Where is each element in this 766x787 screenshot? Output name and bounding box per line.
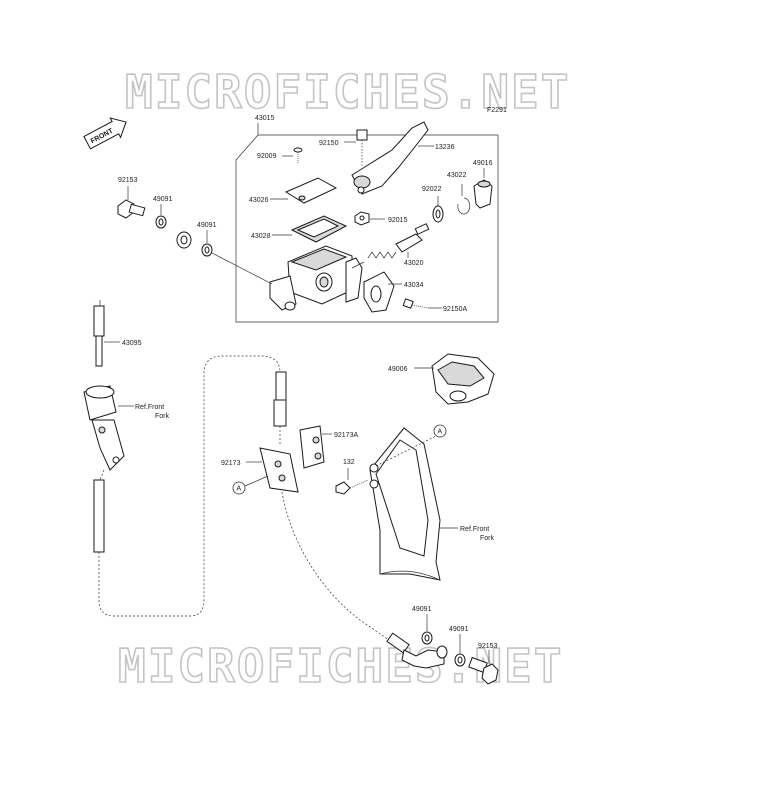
lower-banjo-fitting [386,632,448,669]
reservoir-cap-43026 [284,177,338,204]
ref-front-fork-left-line2: Fork [155,413,170,420]
hose-guide-left [83,385,125,471]
assembly-box [235,123,499,323]
brake-hose-center [273,371,393,643]
svg-text:A: A [237,486,242,493]
ref-front-fork-right-line2: Fork [480,535,495,542]
piston-kit-43020 [367,223,430,259]
screw-92009 [293,147,303,164]
part-label-43095: 43095 [122,340,142,347]
part-label-49091-c: 49091 [412,606,432,613]
figure-code: F2291 [487,107,507,114]
part-label-13236: 13236 [435,144,455,151]
washer-92022 [432,205,444,223]
washer-49091-c [421,631,433,645]
clamp-92173 [259,447,299,493]
part-label-92009: 92009 [257,153,277,160]
part-label-43026: 43026 [249,197,269,204]
part-label-49091-a: 49091 [153,196,173,203]
part-label-43022: 43022 [447,172,467,179]
master-cylinder-body [269,245,365,311]
part-label-92153-top: 92153 [118,177,138,184]
washer-49091-b [201,243,213,257]
nut-92015 [354,211,370,226]
part-label-49006: 49006 [388,366,408,373]
clamp-43034 [363,271,395,313]
part-label-49091-b: 49091 [197,222,217,229]
washer-49091-a [155,215,167,229]
part-label-92173A: 92173A [334,432,358,439]
part-label-92153-bottom: 92153 [478,643,498,650]
part-label-43028: 43028 [251,233,271,240]
part-label-43034: 43034 [404,282,424,289]
ref-front-fork-left-line1: Ref.Front [135,404,164,411]
front-arrow-icon: FRONT [83,117,127,150]
part-label-43020: 43020 [404,260,424,267]
brake-hose-43095 [93,231,192,367]
circlip-43022 [457,197,471,215]
ref-marker-a-left: A [232,475,269,495]
svg-text:A: A [438,429,443,436]
pivot-bolt-92150 [356,129,368,166]
bolt-132 [335,479,369,495]
leader-49091-b-to-cylinder [211,252,273,285]
part-label-92022: 92022 [422,186,442,193]
brake-hose-lower-left [93,355,281,617]
lever-13236 [351,121,429,195]
diaphragm-43028 [290,215,348,243]
watermark-top: MICROFICHES.NET [125,65,570,119]
part-label-92150A: 92150A [443,306,467,313]
washer-49091-d [454,653,466,667]
part-label-132: 132 [343,459,355,466]
banjo-bolt-92153-top [117,199,146,219]
cover-49006 [431,353,495,405]
front-fork-right [369,427,441,581]
part-label-92015: 92015 [388,217,408,224]
bolt-92150A [402,298,429,309]
banjo-bolt-92153-bottom [468,656,499,685]
part-label-92173: 92173 [221,460,241,467]
part-label-49016: 49016 [473,160,493,167]
boot-49016 [473,179,493,209]
ref-front-fork-right-line1: Ref.Front [460,526,489,533]
part-label-92150: 92150 [319,140,339,147]
ref-marker-a-right: A [433,424,447,438]
clamp-92173A [299,425,325,469]
part-label-43015: 43015 [255,115,275,122]
part-label-49091-d: 49091 [449,626,469,633]
